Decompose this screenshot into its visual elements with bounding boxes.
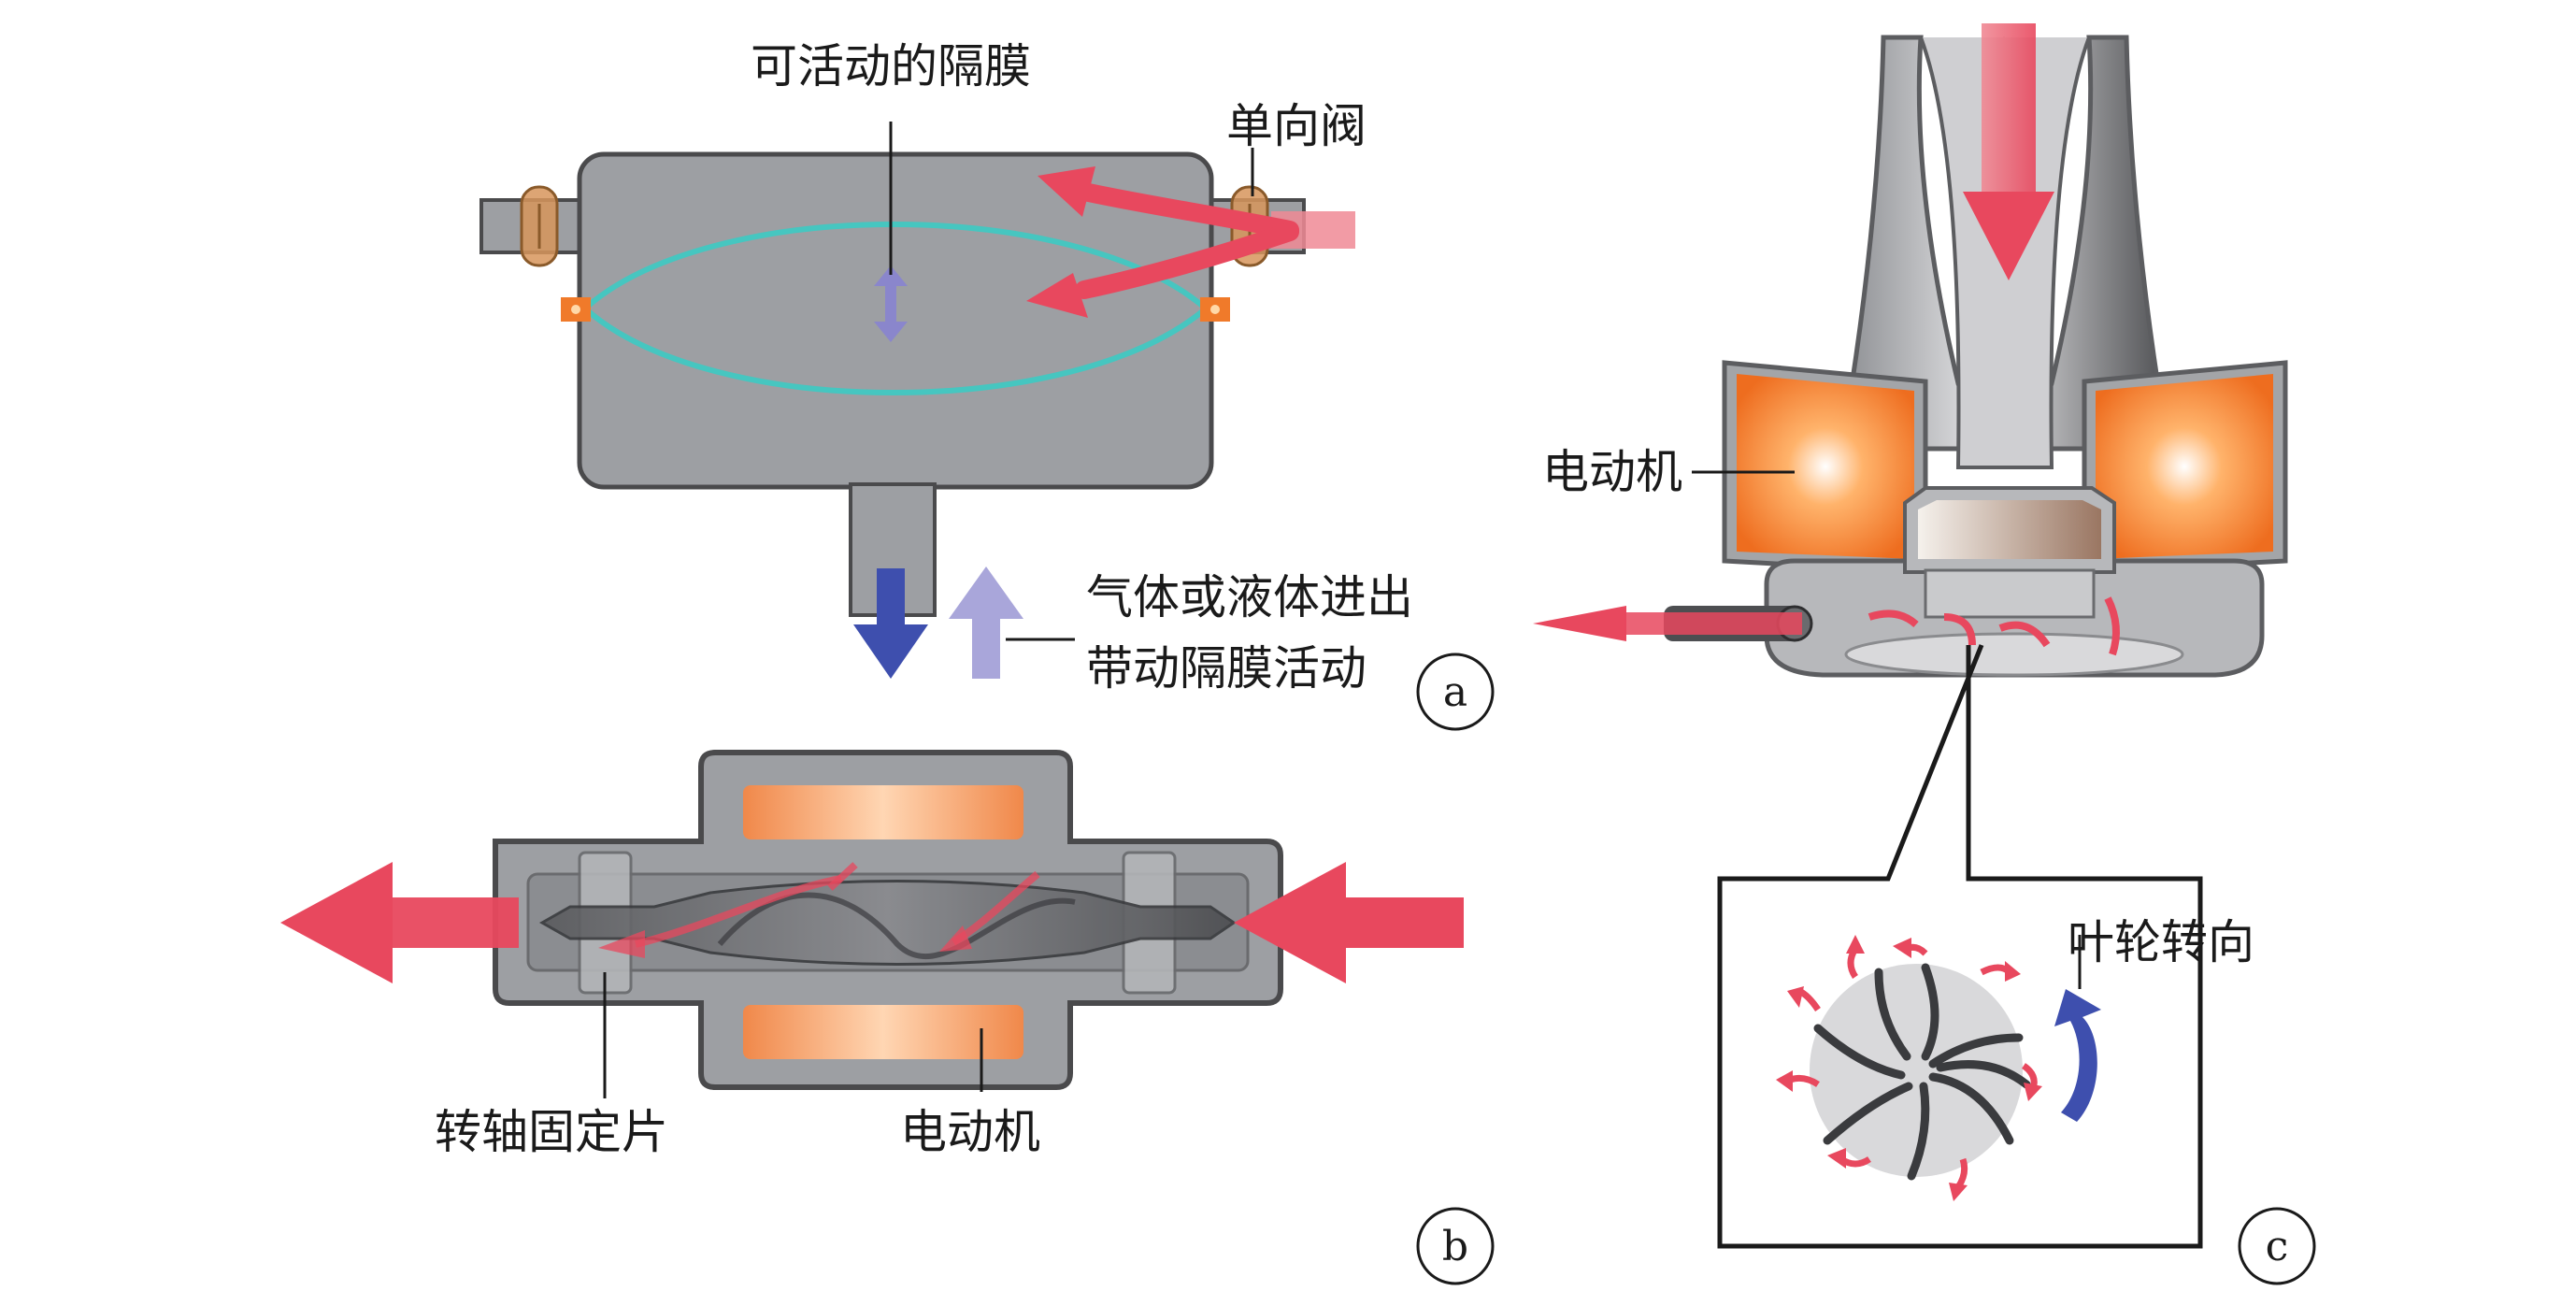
label-flow-line2: 带动隔膜活动: [1086, 641, 1367, 696]
inflow-arrow-light: [949, 567, 1023, 679]
motor-coil-bottom: [743, 1005, 1023, 1059]
motor-block-left: [1722, 360, 1928, 575]
diaphragm-top: [583, 222, 1208, 311]
outlet-arrow-c: [1533, 606, 1802, 641]
panel-b: 转轴固定片 电动机 b: [280, 750, 1495, 1285]
panel-b-letter: b: [1442, 1223, 1468, 1270]
impeller-detail: [1776, 935, 2042, 1201]
callout-connector: [1717, 644, 2203, 1249]
panel-c-letter: c: [2266, 1223, 2289, 1270]
motor-coil-top: [743, 785, 1023, 839]
label-check-valve: 单向阀: [1226, 99, 1367, 153]
label-impeller-direction: 叶轮转向: [2068, 915, 2254, 969]
impeller-funnel: [1839, 35, 2171, 452]
rotation-direction-arrow: [2054, 989, 2101, 1122]
panel-c-marker: [2238, 1207, 2316, 1285]
motor-block-right: [2082, 360, 2288, 575]
panel-b-marker: [1416, 1207, 1495, 1285]
label-motor-c: 电动机: [1542, 445, 1682, 499]
inlet-arrow-b: [1234, 862, 1464, 983]
inflow-arrow: [1026, 166, 1355, 318]
panel-a-marker: [1416, 653, 1495, 731]
panel-a-letter: a: [1443, 668, 1467, 716]
label-shaft-bracket: 转轴固定片: [435, 1105, 668, 1159]
label-flow-line1: 气体或液体进出: [1086, 570, 1413, 624]
panel-a: 可活动的隔膜 单向阀 气体或液体进出 带动隔膜活动 a: [479, 39, 1495, 731]
inner-flow-arrow-1: [635, 875, 842, 948]
outflow-arrow-blue: [853, 568, 928, 679]
label-diaphragm: 可活动的隔膜: [751, 39, 1031, 93]
diaphragm-bottom: [583, 306, 1208, 395]
panel-c: 电动机: [1533, 23, 2316, 1285]
outlet-arrow-b: [280, 862, 519, 983]
label-motor-b: 电动机: [900, 1105, 1040, 1159]
diaphragm-motion-icon: [874, 265, 908, 342]
inlet-arrow-c: [1963, 23, 2054, 280]
